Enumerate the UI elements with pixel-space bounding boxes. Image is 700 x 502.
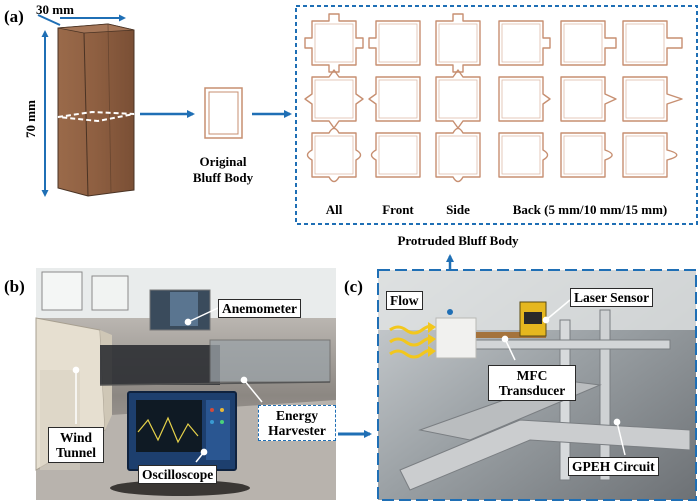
shape-all-square (304, 13, 364, 73)
protruded-label: Protruded Bluff Body (397, 233, 519, 248)
shape-back-5mm-round (498, 132, 549, 178)
protruded-box (295, 5, 698, 225)
shape-front-square (368, 20, 421, 66)
shape-all-triangle (304, 69, 364, 129)
width-dim-label: 30 mm (36, 2, 74, 17)
shape-side-triangle (435, 69, 481, 129)
oscilloscope-label: Oscilloscope (138, 465, 218, 484)
shape-inner-front-square (378, 23, 418, 63)
wind-tunnel-line1: Wind (59, 430, 93, 445)
gpeh-circuit-label: GPEH Circuit (568, 457, 659, 476)
mfc-line1: MFC (516, 368, 548, 383)
original-label-line1: Original (200, 154, 247, 169)
variant-label-back: Back (5 mm/10 mm/15 mm) (513, 202, 668, 217)
anemometer-label: Anemometer (218, 299, 301, 318)
shape-back-10mm-triangle (560, 76, 617, 122)
shape-inner-back-5mm-triangle (501, 79, 541, 119)
shape-inner-front-triangle (378, 79, 418, 119)
shape-back-15mm-triangle (622, 76, 683, 122)
shape-inner-side-round (438, 135, 478, 175)
panel-a-label: (a) (4, 7, 24, 26)
original-bluff-body (204, 87, 243, 139)
panel-c-label: (c) (344, 277, 363, 296)
bluff-body-block (57, 23, 135, 197)
panel-c-frame (377, 269, 697, 501)
wind-tunnel-label: Wind Tunnel (48, 427, 104, 463)
panel-c-origin-dot (447, 309, 453, 315)
shape-back-15mm-round (622, 132, 678, 178)
width-dim-tick (37, 14, 61, 26)
panel-b-pointers (72, 307, 263, 463)
shape-side-square (435, 13, 481, 73)
shape-inner-side-triangle (438, 79, 478, 119)
shape-back-5mm-square (498, 20, 551, 66)
shape-inner-back-15mm-triangle (625, 79, 665, 119)
shape-back-15mm-square (622, 20, 683, 66)
energy-harvester-line2: Harvester (268, 423, 326, 438)
variant-label-side: Side (446, 202, 470, 217)
shape-inner-back-10mm-square (563, 23, 603, 63)
energy-harvester-label: Energy Harvester (258, 405, 336, 441)
shape-all-round (306, 127, 362, 183)
shape-inner-back-5mm-round (501, 135, 541, 175)
panel-c-pointers (501, 299, 626, 456)
shape-inner-back-10mm-round (563, 135, 603, 175)
shape-back-10mm-round (560, 132, 613, 178)
flow-label: Flow (386, 291, 423, 310)
shape-inner-side-square (438, 23, 478, 63)
shape-inner-front-round (378, 135, 418, 175)
mfc-line2: Transducer (498, 383, 566, 398)
variant-label-all: All (326, 202, 343, 217)
shape-front-triangle (368, 76, 421, 122)
height-dim-label: 70 mm (23, 100, 38, 138)
shape-inner-all-triangle (314, 79, 354, 119)
shape-inner-all-square (314, 23, 354, 63)
shape-back-10mm-square (560, 20, 617, 66)
shape-side-round (435, 127, 481, 183)
protruded-shape-grid (304, 13, 683, 183)
shape-inner-back-15mm-square (625, 23, 665, 63)
variant-label-front: Front (382, 202, 414, 217)
shape-inner-all-round (314, 135, 354, 175)
shape-inner-back-10mm-triangle (563, 79, 603, 119)
laser-sensor-label: Laser Sensor (570, 288, 654, 307)
shape-front-round (370, 132, 421, 178)
wind-tunnel-line2: Tunnel (55, 445, 97, 460)
energy-harvester-line1: Energy (276, 408, 318, 423)
mfc-transducer-label: MFC Transducer (488, 365, 576, 401)
shape-back-5mm-triangle (498, 76, 551, 122)
original-label-line2: Bluff Body (193, 170, 254, 185)
shape-inner-back-5mm-square (501, 23, 541, 63)
panel-b-label: (b) (4, 277, 25, 296)
shape-inner-back-15mm-round (625, 135, 665, 175)
